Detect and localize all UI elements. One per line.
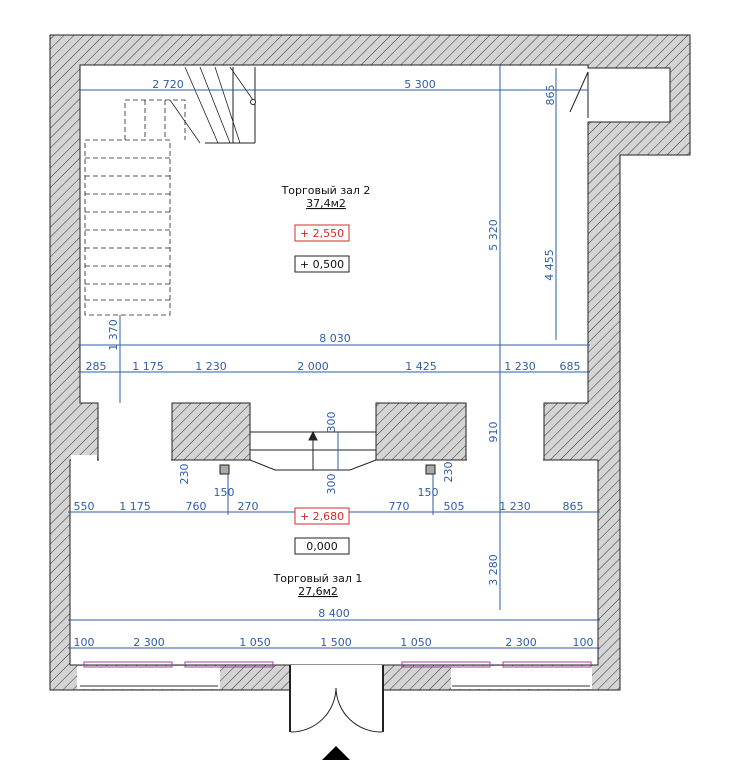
steps xyxy=(249,430,377,471)
dim-upper-3: 2 000 xyxy=(297,360,329,373)
pillar-right xyxy=(425,464,436,475)
dim-mid-9: 865 xyxy=(563,500,584,513)
dim-lower-0: 100 xyxy=(74,636,95,649)
room-1-level: 0,000 xyxy=(306,540,338,553)
dim-v-5: 300 xyxy=(325,412,338,433)
dim-top-1: 5 300 xyxy=(404,78,436,91)
entrance-arrow-icon xyxy=(322,746,350,760)
pillar-left xyxy=(219,464,230,475)
dim-mid-8: 1 230 xyxy=(499,500,531,513)
dim-lower-2: 1 050 xyxy=(239,636,271,649)
room-2-area: 37,4м2 xyxy=(306,197,346,210)
dim-lower-1: 2 300 xyxy=(133,636,165,649)
dim-mid-1: 1 175 xyxy=(119,500,151,513)
dim-upper-1: 1 175 xyxy=(132,360,164,373)
dim-mid-4: 270 xyxy=(238,500,259,513)
room-2-level: + 0,500 xyxy=(300,258,344,271)
column-right xyxy=(375,402,467,461)
dim-top-2: 865 xyxy=(544,85,557,106)
dim-overall-lower: 8 400 xyxy=(318,607,350,620)
watermark-logo: НОВАКТИВ xyxy=(302,376,447,406)
room-1-level-red: + 2,680 xyxy=(300,510,344,523)
dim-upper-5: 1 230 xyxy=(504,360,536,373)
staircase xyxy=(84,66,256,316)
dim-mid-7: 505 xyxy=(444,500,465,513)
dim-upper-6: 685 xyxy=(560,360,581,373)
room-1-floor xyxy=(69,459,599,666)
dim-mid-0: 550 xyxy=(74,500,95,513)
dim-lower-3: 1 500 xyxy=(320,636,352,649)
dim-lower-5: 2 300 xyxy=(505,636,537,649)
dim-v-8: 230 xyxy=(442,462,455,483)
dim-v-6: 300 xyxy=(325,474,338,495)
dim-v-2: 1 370 xyxy=(107,319,120,351)
room-2-name: Торговый зал 2 xyxy=(281,184,371,197)
dim-v-0: 5 320 xyxy=(487,219,500,251)
room-2-level-red: + 2,550 xyxy=(300,227,344,240)
dim-v-3: 910 xyxy=(487,422,500,443)
dim-mid-2: 760 xyxy=(186,500,207,513)
dim-v-7: 230 xyxy=(178,464,191,485)
column-left xyxy=(171,402,251,461)
entrance-door xyxy=(289,665,384,733)
dim-mid-6: 150 xyxy=(418,486,439,499)
dim-mid-3: 150 xyxy=(214,486,235,499)
dim-lower-4: 1 050 xyxy=(400,636,432,649)
dim-top-0: 2 720 xyxy=(152,78,184,91)
dim-overall-upper: 8 030 xyxy=(319,332,351,345)
room-1-name: Торговый зал 1 xyxy=(273,572,363,585)
dim-v-1: 4 455 xyxy=(543,249,556,281)
dim-lower-6: 100 xyxy=(573,636,594,649)
dim-upper-0: 285 xyxy=(86,360,107,373)
notch-door xyxy=(569,71,589,118)
room-1-label: + 2,680 0,000 Торговый зал 1 27,6м2 xyxy=(273,507,363,598)
dimension-labels: 2 720 5 300 865 5 320 4 455 1 370 910 3 … xyxy=(74,78,594,649)
room-1-area: 27,6м2 xyxy=(298,585,338,598)
room-2-label: Торговый зал 2 37,4м2 + 2,550 + 0,500 xyxy=(281,184,371,273)
dim-mid-5: 770 xyxy=(389,500,410,513)
dim-upper-2: 1 230 xyxy=(195,360,227,373)
radiators xyxy=(83,661,592,668)
dim-v-4: 3 280 xyxy=(487,554,500,586)
dim-upper-4: 1 425 xyxy=(405,360,437,373)
